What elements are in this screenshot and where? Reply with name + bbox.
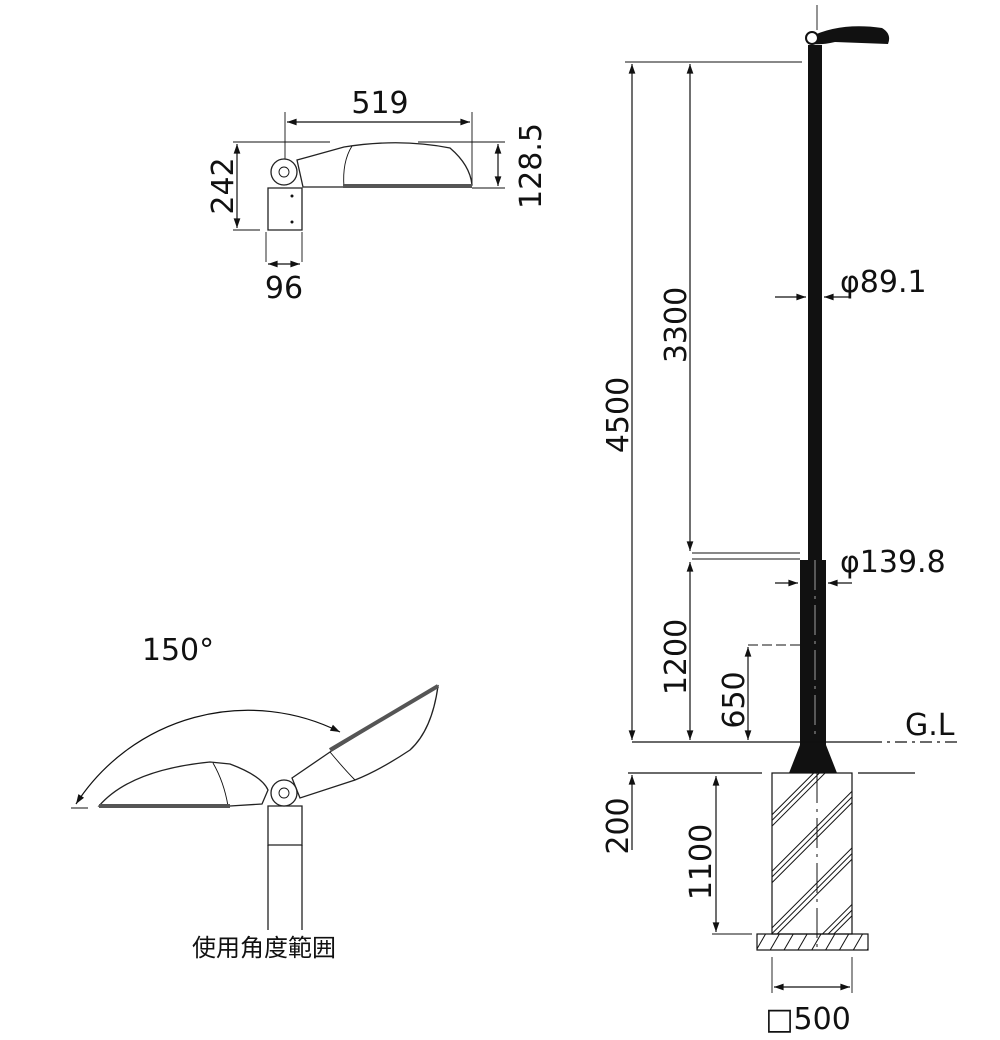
lower-pole-shaft (800, 560, 826, 745)
bracket-width-label: 96 (265, 271, 303, 306)
tilt-angle-arc (75, 709, 341, 805)
ground-line-label: G.L (905, 708, 955, 743)
tilt-knob (270, 158, 298, 186)
fixture-side-view: 519 242 128.5 96 (206, 86, 549, 306)
upper-diameter-label: φ89.1 (840, 265, 927, 300)
lower-diameter-label: φ139.8 (840, 545, 946, 580)
tilt-range-view: 150° (71, 633, 440, 930)
embed-depth-label: 200 (601, 797, 636, 854)
width-label: 519 (351, 86, 408, 121)
tilt-range-caption: 使用角度範囲 (192, 934, 336, 962)
gravel-base (756, 933, 869, 951)
luminaire-head (810, 26, 890, 45)
pole-elevation: 4500 3300 1200 650 φ89.1 φ139.8 G.L 200 (601, 5, 962, 1037)
total-height-label: 4500 (601, 377, 636, 453)
lower-section-label: 1200 (659, 619, 694, 695)
upper-pole-shaft (808, 45, 822, 560)
lamp-height-label: 128.5 (514, 123, 549, 209)
height-label: 242 (206, 157, 241, 214)
foundation-depth-label: 1100 (684, 824, 719, 900)
upper-section-label: 3300 (659, 287, 694, 363)
pole-base-flange (789, 745, 837, 773)
foundation-size-label: □500 (765, 1002, 851, 1037)
bracket (267, 187, 303, 231)
concrete-foundation (771, 772, 853, 935)
door-height-label: 650 (717, 671, 752, 728)
angle-label: 150° (142, 633, 214, 668)
